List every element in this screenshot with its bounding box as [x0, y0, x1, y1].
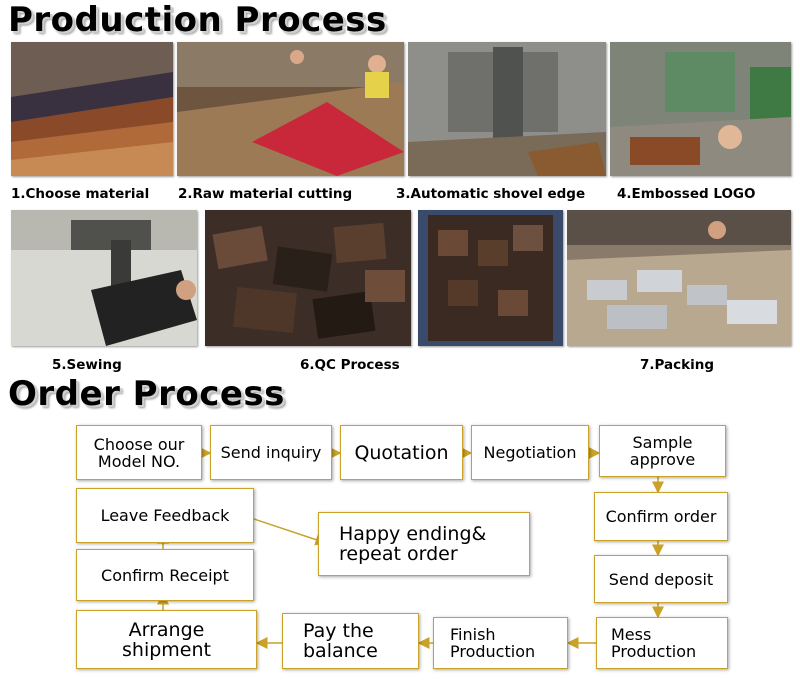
step-1-caption: 1.Choose material [11, 186, 150, 202]
choose-model-box: Choose our Model NO. [76, 425, 202, 480]
cutting-workshop-photo [177, 42, 404, 176]
step-7-caption: 7.Packing [640, 357, 715, 373]
order-process-heading: Order Process [8, 374, 285, 414]
send-deposit-box: Send deposit [594, 555, 728, 603]
negotiation-box: Negotiation [471, 425, 589, 480]
production-process-heading: Production Process [8, 0, 387, 40]
step-4-caption: 4.Embossed LOGO [617, 186, 756, 202]
happy-ending-box: Happy ending& repeat order [318, 512, 530, 576]
step-6-caption: 6.QC Process [300, 357, 400, 373]
step-5-caption: 5.Sewing [52, 357, 122, 373]
packing-table-photo [567, 210, 791, 346]
leather-swatches-photo [11, 42, 173, 176]
pay-balance-box: Pay the balance [282, 613, 419, 669]
quotation-box: Quotation [340, 425, 463, 480]
confirm-order-box: Confirm order [594, 492, 728, 541]
arrange-shipment-box: Arrange shipment [76, 610, 257, 669]
confirm-receipt-box: Confirm Receipt [76, 549, 254, 601]
wallet-pile-photo [205, 210, 411, 346]
sample-approve-box: Sample approve [599, 425, 726, 477]
mess-production-box: Mess Production [596, 617, 728, 669]
sewing-machine-photo [11, 210, 197, 346]
edge-skiving-machine-photo [408, 42, 606, 176]
leave-feedback-box: Leave Feedback [76, 488, 254, 543]
send-inquiry-box: Send inquiry [210, 425, 332, 480]
step-2-caption: 2.Raw material cutting [178, 186, 353, 202]
step-3-caption: 3.Automatic shovel edge [396, 186, 586, 202]
wallet-rack-photo [418, 210, 563, 346]
embossing-machine-photo [610, 42, 791, 176]
finish-production-box: Finish Production [433, 617, 568, 669]
